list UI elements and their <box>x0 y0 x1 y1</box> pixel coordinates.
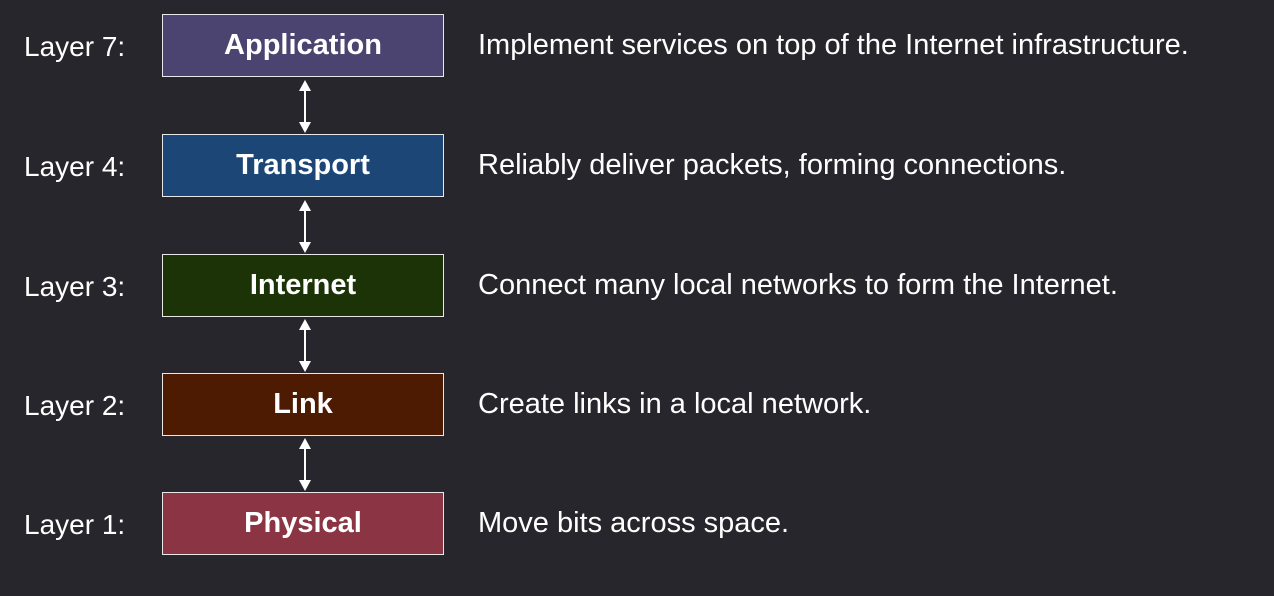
layer-row-physical: Layer 1: Physical Move bits across space… <box>0 492 1274 558</box>
layer-description: Create links in a local network. <box>478 388 872 420</box>
layer-box-internet: Internet <box>162 254 444 317</box>
layer-number-label: Layer 1: <box>24 509 126 540</box>
layer-number-label: Layer 2: <box>24 390 126 421</box>
bidirectional-arrow <box>293 318 317 373</box>
layer-box-application: Application <box>162 14 444 77</box>
layer-number-label: Layer 7: <box>24 31 126 62</box>
bidirectional-arrow <box>293 79 317 134</box>
layer-number-label: Layer 4: <box>24 151 126 182</box>
layer-description: Reliably deliver packets, forming connec… <box>478 149 1067 181</box>
bidirectional-arrow <box>293 199 317 254</box>
layer-description: Connect many local networks to form the … <box>478 269 1118 301</box>
layer-box-transport: Transport <box>162 134 444 197</box>
layer-description: Implement services on top of the Interne… <box>478 29 1189 61</box>
bidirectional-arrow <box>293 437 317 492</box>
layer-row-application: Layer 7: Application Implement services … <box>0 14 1274 80</box>
layer-row-link: Layer 2: Link Create links in a local ne… <box>0 373 1274 439</box>
layer-row-transport: Layer 4: Transport Reliably deliver pack… <box>0 134 1274 200</box>
layer-box-physical: Physical <box>162 492 444 555</box>
layer-description: Move bits across space. <box>478 507 790 539</box>
layer-row-internet: Layer 3: Internet Connect many local net… <box>0 254 1274 320</box>
layer-box-link: Link <box>162 373 444 436</box>
layer-number-label: Layer 3: <box>24 271 126 302</box>
